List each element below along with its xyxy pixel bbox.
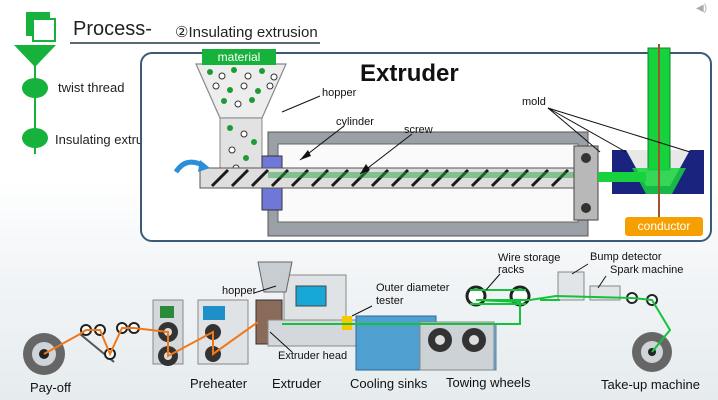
mold-label: mold (522, 96, 546, 108)
extruded-insulation (598, 172, 646, 182)
station-payoff: Pay-off (30, 380, 71, 395)
cylinder-label: cylinder (336, 116, 374, 128)
step-insulating-extrusion: Insulating extrusion (55, 132, 168, 147)
title-underline (70, 42, 320, 44)
screw-label: screw (404, 124, 433, 136)
outer-diameter-label-2: tester (376, 295, 404, 307)
line-hopper-leader (253, 285, 277, 294)
bump-leader (571, 263, 589, 275)
head-leader (269, 331, 293, 353)
station-takeup: Take-up machine (601, 377, 700, 392)
line-hopper (257, 261, 293, 293)
step-dot-icon (22, 128, 48, 148)
material-tag: material (202, 49, 276, 65)
wire-storage-label: Wire storage (498, 252, 561, 264)
title-square-outline-icon (32, 18, 56, 42)
station-preheater: Preheater (190, 376, 248, 391)
step-twist-thread: twist thread (58, 80, 125, 95)
station-towing: Towing wheels (446, 375, 531, 390)
bump-detector-label: Bump detector (590, 251, 662, 263)
insulated-wire-path (282, 294, 672, 353)
extruder-head-label: Extruder head (278, 350, 348, 362)
speaker-icon[interactable]: ◀) (696, 3, 708, 14)
spark-machine-label: Spark machine (610, 264, 684, 276)
line-hopper-label: hopper (222, 285, 257, 297)
melt-flow (268, 172, 588, 178)
extruder-title: Extruder (360, 60, 459, 87)
hopper-label: hopper (322, 87, 357, 99)
hopper-throat (219, 117, 263, 175)
storage-leader (485, 273, 501, 291)
step-arrow-icon (14, 45, 56, 67)
conductor-tag: conductor (625, 217, 703, 236)
hopper-leader (281, 95, 321, 113)
wire-storage-label-2: racks (498, 264, 525, 276)
page-title: Process- (73, 18, 152, 40)
tester-leader (351, 305, 373, 317)
step-connector (34, 66, 36, 154)
page-subtitle: ②Insulating extrusion (175, 24, 318, 41)
station-cooling: Cooling sinks (350, 376, 428, 391)
station-extruder: Extruder (272, 376, 322, 391)
step-dot-icon (22, 78, 48, 98)
outer-diameter-label: Outer diameter (376, 282, 450, 294)
spark-leader (597, 275, 607, 289)
material-pellets (207, 67, 278, 172)
bare-wire-path (43, 321, 259, 358)
